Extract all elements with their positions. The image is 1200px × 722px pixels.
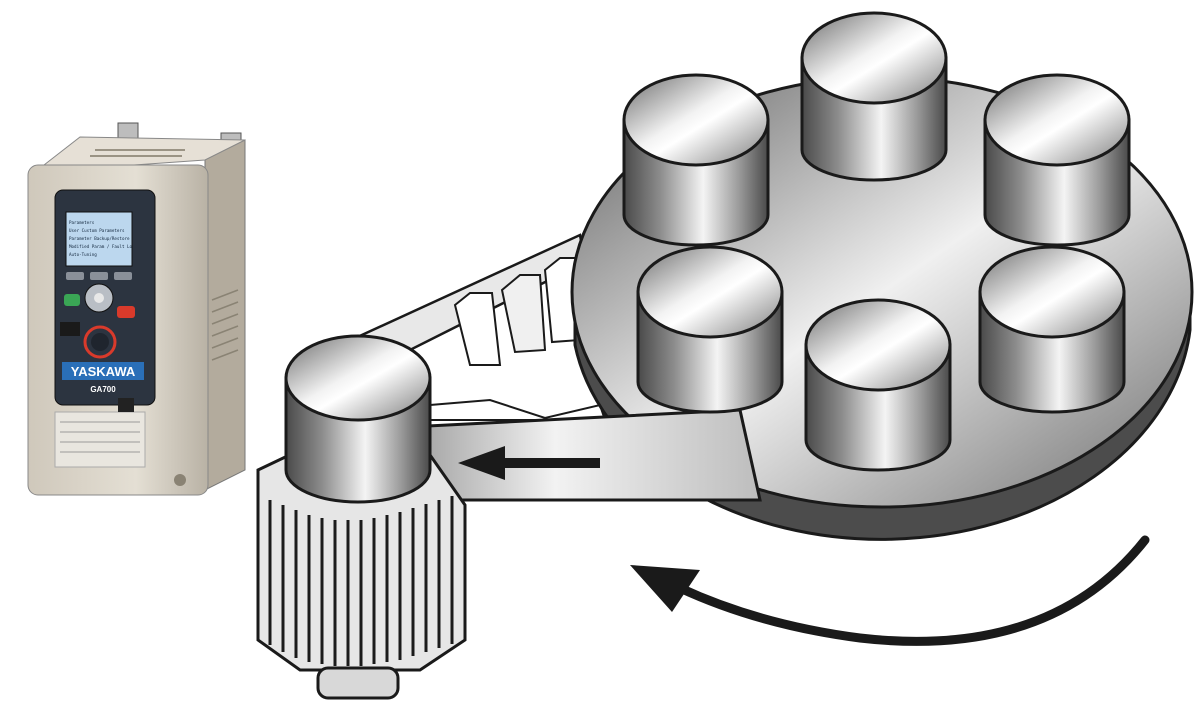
lcd-line: Modified Param / Fault Lo [69,244,133,249]
status-ring [83,325,117,359]
belt-direction-arrow-icon [458,446,600,480]
run-key [64,294,80,306]
brand-plate [62,362,144,380]
keypad-key [90,272,108,280]
lcd-line: User Custom Parameters [69,228,125,233]
motor-shaft-end [316,666,400,700]
belt-teeth [500,274,547,354]
workpiece-cylinder [804,298,952,472]
drive-top-vents [90,149,185,157]
usb-port [60,322,80,336]
variable-frequency-drive: Parameters User Custom Parameters Parame… [27,122,246,496]
workpiece-cylinder [978,245,1126,414]
drive-belt-front [348,408,762,502]
motor [256,448,467,700]
lcd-line: Auto-Tuning [69,252,97,257]
qr-code [118,398,134,412]
rotation-direction-arrow-icon [630,535,1150,646]
workpiece-cylinder [983,73,1131,247]
workpiece-cylinders [622,11,1131,472]
model-name: GA700 [90,385,116,394]
workpiece-cylinder [622,73,770,247]
belt-teeth [453,292,502,366]
stop-key [117,306,135,318]
drive-side-panel [204,139,246,491]
drive-pulley [284,334,432,504]
keypad-key [114,272,132,280]
drive-side-vents [211,289,239,361]
motor-cooling-fins [268,496,454,666]
workpiece-cylinder [636,245,784,414]
workpiece-cylinder [800,11,948,182]
keypad-dpad-center [94,293,104,303]
drive-top-panel [33,136,246,173]
drive-lcd-screen [65,211,133,267]
warning-label [54,411,146,468]
cable-entry [174,474,186,486]
lcd-line: Parameters [69,220,95,225]
lcd-line: Parameter Backup/Restore [69,236,130,241]
brand-name: YASKAWA [71,364,136,379]
keypad-key [66,272,84,280]
status-ring-center [91,333,109,351]
